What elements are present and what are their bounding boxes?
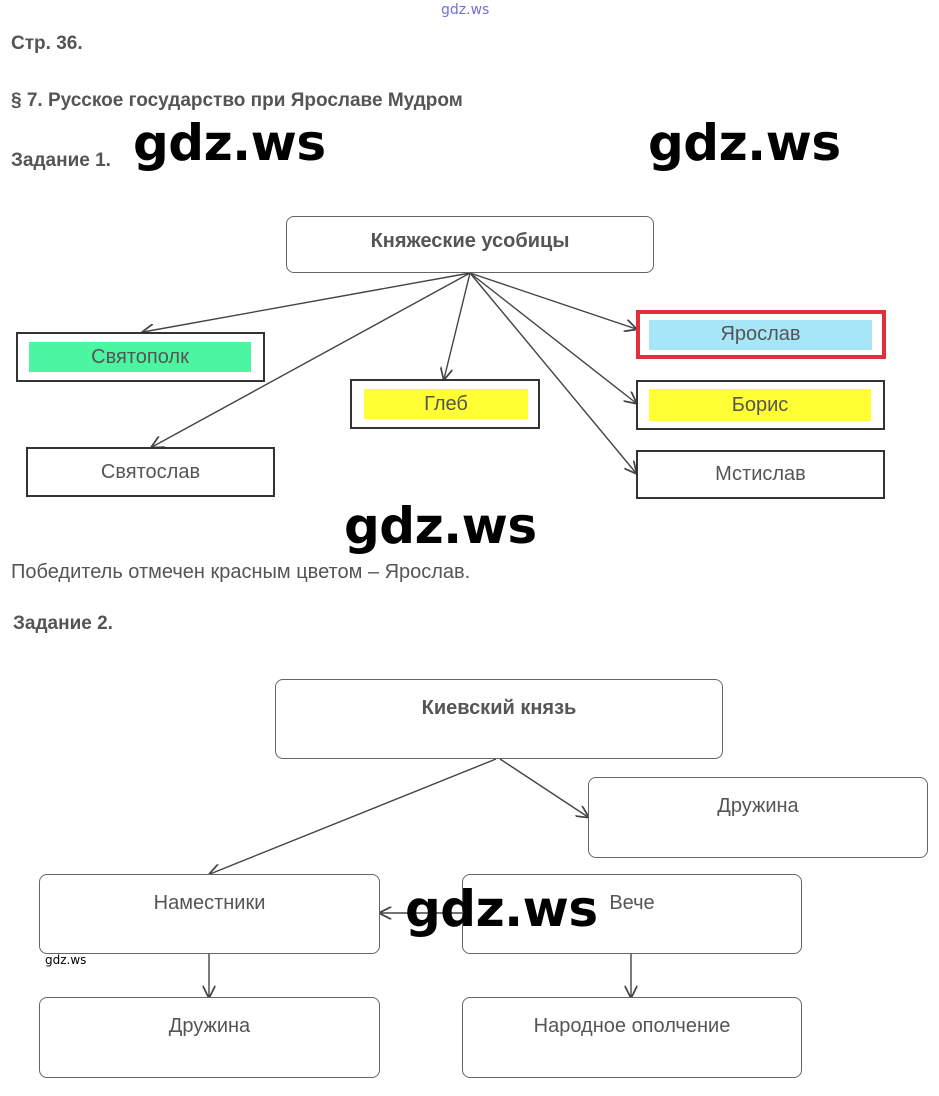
watermark-big: gdz.ws	[344, 497, 537, 555]
root-label: Киевский князь	[421, 697, 577, 719]
node-label: Глеб	[424, 392, 468, 415]
node-label: Мстислав	[715, 463, 806, 485]
section-title: § 7. Русское государство при Ярославе Му…	[11, 90, 463, 111]
arrow-to-svyatopolk	[143, 272, 471, 332]
node-label: Борис	[731, 393, 789, 416]
watermark-big: gdz.ws	[133, 114, 326, 172]
node-label: Наместники	[153, 892, 266, 914]
task1-label: Задание 1.	[11, 150, 111, 171]
node-svyatoslav: Святослав	[26, 447, 275, 497]
node-label: Народное ополчение	[533, 1015, 731, 1037]
watermark-top: gdz.ws	[441, 2, 490, 18]
task2-label: Задание 2.	[13, 613, 113, 634]
node-gleb: Глеб	[350, 379, 540, 429]
node-label: Святослав	[100, 460, 201, 483]
node-svyatopolk: Святополк	[16, 332, 265, 382]
node-veche: Вече	[462, 874, 802, 954]
node-boris: Борис	[636, 380, 885, 430]
arrow-to-namestniki	[210, 758, 497, 874]
node-druzhina-top: Дружина	[588, 777, 928, 858]
node-label: Вече	[609, 892, 655, 914]
node-label: Ярослав	[720, 323, 801, 345]
highlight-blue: Ярослав	[649, 319, 872, 350]
highlight-yellow: Борис	[649, 389, 871, 421]
winner-note: Победитель отмечен красным цветом – Ярос…	[11, 561, 471, 583]
node-yaroslav-winner: Ярослав	[636, 310, 886, 359]
node-label: Дружина	[168, 1015, 251, 1037]
highlight-yellow: Глеб	[364, 389, 528, 419]
root-label: Княжеские усобицы	[370, 230, 570, 252]
highlight-green: Святополк	[29, 342, 251, 372]
node-label: Дружина	[717, 795, 799, 817]
arrow-to-druzhina-top	[499, 758, 588, 817]
root-kievskiy-knyaz: Киевский князь	[275, 679, 723, 759]
node-narodnoe-opolchenie: Народное ополчение	[462, 997, 802, 1078]
root-knyazheskie-usobitsy: Княжеские усобицы	[286, 216, 654, 273]
arrow-to-mstislav	[469, 272, 636, 473]
watermark-big: gdz.ws	[405, 880, 598, 938]
node-druzhina-bottom: Дружина	[39, 997, 380, 1078]
watermark-small: gdz.ws	[45, 953, 87, 967]
node-mstislav: Мстислав	[636, 450, 885, 499]
page-label: Стр. 36.	[11, 33, 83, 54]
arrow-to-yaroslav	[469, 272, 636, 329]
arrow-to-gleb	[444, 272, 471, 379]
node-namestniki: Наместники	[39, 874, 380, 954]
node-label: Святополк	[91, 345, 189, 368]
watermark-big: gdz.ws	[648, 114, 841, 172]
